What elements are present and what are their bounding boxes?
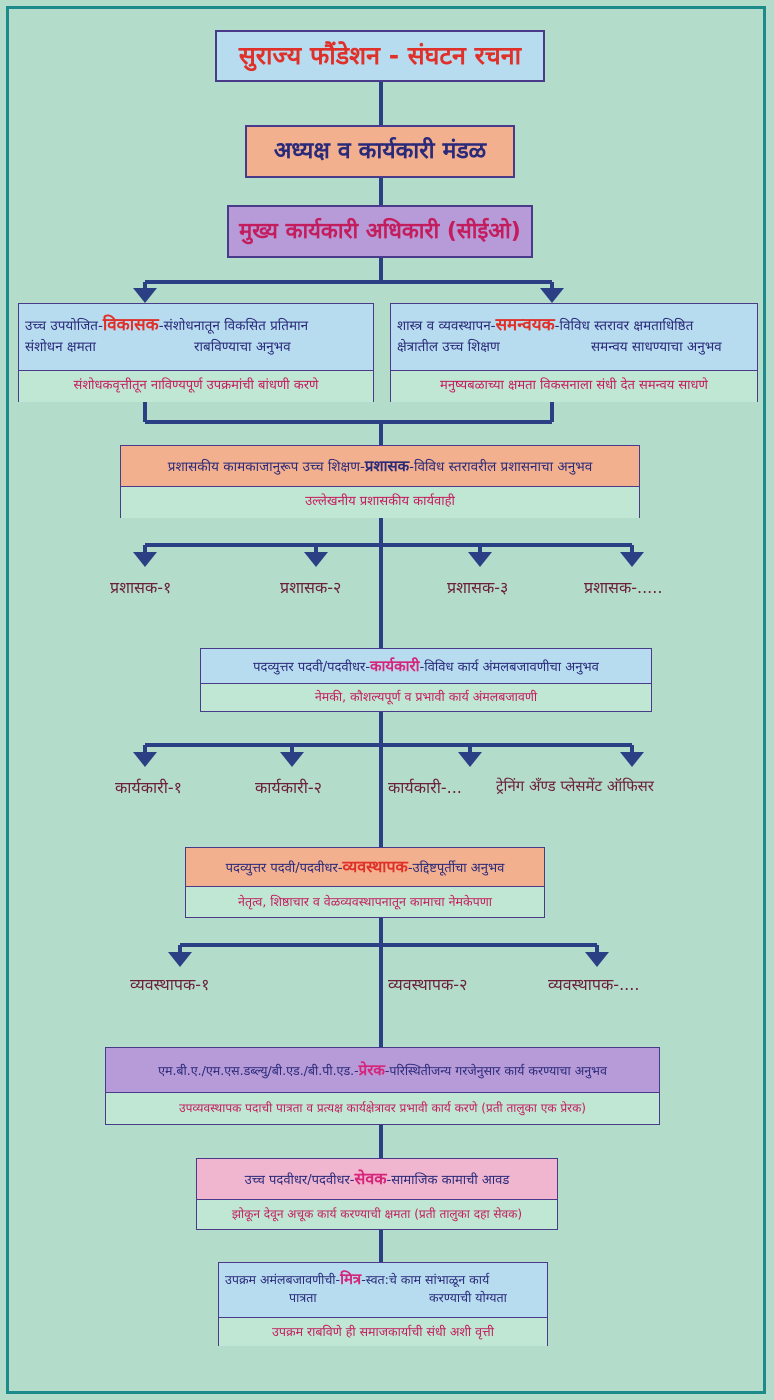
arrow-down [620, 752, 644, 767]
prashasak-sub-text: उल्लेखनीय प्रशासकीय कार्यवाही [305, 494, 455, 509]
arrow-down [168, 952, 192, 967]
vikasak-sub: संशोधकवृत्तीतून नाविण्यपूर्ण उपक्रमांची … [19, 370, 373, 402]
prerak-post: -परिस्थितीजन्य गरजेनुसार कार्य करण्याचा … [384, 1063, 607, 1078]
ceo-label: मुख्य कार्यकारी अधिकारी (सीईओ) [239, 219, 521, 244]
ceo-box: मुख्य कार्यकारी अधिकारी (सीईओ) [227, 205, 533, 258]
vyavasthapak-item-1: व्यवस्थापक-१ [130, 975, 210, 994]
karyakari-item-1: कार्यकारी-१ [115, 778, 182, 797]
prerak-sub: उपव्यवस्थापक पदाची पात्रता व प्रत्यक्ष क… [106, 1092, 659, 1124]
prerak-key: प्रेरक [358, 1061, 385, 1079]
mitra-line2b: करण्याची योग्यता [429, 1290, 507, 1305]
mitra-sub-text: उपक्रम राबविणे ही समाजकार्याची संधी अशी … [272, 1324, 494, 1339]
prerak-line1: एम.बी.ए./एम.एस.डब्ल्यु/बी.एड./बी.पी.एड.-… [106, 1048, 659, 1092]
arrow-down [133, 552, 157, 567]
mitra-line2a: पात्रता [289, 1290, 317, 1305]
arrow-down [133, 288, 157, 303]
vyavasthapak-sub: नेतृत्व, शिष्ठाचार व वेळव्यवस्थापनातून क… [186, 886, 544, 917]
vyavasthapak-key: व्यवस्थापक [342, 857, 408, 876]
samanvayak-post: -विविध स्तरावर क्षमताधिष्ठित [554, 318, 694, 334]
prashasak-item-1: प्रशासक-१ [110, 578, 172, 597]
samanvayak-box: शास्त्र व व्यवस्थापन-समन्वयक-विविध स्तरा… [390, 303, 758, 402]
arrow-stem-group [143, 545, 634, 955]
arrow-down [468, 552, 492, 567]
vikasak-line2a: संशोधन क्षमता [25, 339, 96, 355]
samanvayak-line2a: क्षेत्रातील उच्च शिक्षण [397, 339, 500, 355]
mitra-box: उपक्रम अमंलबजावणीची-मित्र-स्वत:चे काम सा… [218, 1262, 548, 1346]
vikasak-line2: संशोधन क्षमता राबविण्याचा अनुभव [19, 335, 373, 357]
mitra-line1: उपक्रम अमंलबजावणीची-मित्र-स्वत:चे काम सा… [219, 1263, 547, 1289]
mitra-line2: पात्रता करण्याची योग्यता [219, 1289, 547, 1307]
title-box: सुराज्य फौंडेशन - संघटन रचना [215, 30, 545, 82]
samanvayak-sub-text: मनुष्यबळाच्या क्षमता विकसनाला संधी देत स… [440, 378, 708, 393]
vikasak-line2b: राबविण्याचा अनुभव [194, 339, 291, 355]
prashasak-box: प्रशासकीय कामकाजानुरूप उच्च शिक्षण-प्रशा… [120, 445, 640, 518]
vyavasthapak-sub-text: नेतृत्व, शिष्ठाचार व वेळव्यवस्थापनातून क… [238, 894, 492, 909]
vyavasthapak-pre: पदव्युत्तर पदवी/पदवीधर- [225, 861, 343, 876]
prashasak-item-3: प्रशासक-३ [447, 578, 509, 597]
prashasak-post: -विविध स्तरावरील प्रशासनाचा अनुभव [409, 459, 593, 475]
karyakari-post: -विविध कार्य अंमलबजावणीचा अनुभव [419, 660, 599, 675]
vikasak-box: उच्च उपयोजित-विकासक-संशोधनातून विकसित प्… [18, 303, 374, 402]
prashasak-line1: प्रशासकीय कामकाजानुरूप उच्च शिक्षण-प्रशा… [121, 446, 639, 486]
sevak-sub: झोकून देवून अचूक कार्य करण्याची क्षमता (… [197, 1199, 557, 1229]
prerak-box: एम.बी.ए./एम.एस.डब्ल्यु/बी.एड./बी.पी.एड.-… [105, 1047, 660, 1125]
samanvayak-pre: शास्त्र व व्यवस्थापन- [397, 318, 496, 334]
prashasak-sub: उल्लेखनीय प्रशासकीय कार्यवाही [121, 486, 639, 518]
karyakari-item-2: कार्यकारी-२ [255, 778, 322, 797]
page-title: सुराज्य फौंडेशन - संघटन रचना [238, 41, 522, 70]
sevak-post: -सामाजिक कामाची आवड [386, 1173, 510, 1188]
arrow-down [458, 752, 482, 767]
samanvayak-key: समन्वयक [495, 315, 555, 335]
arrow-down [133, 752, 157, 767]
vyavasthapak-item-2: व्यवस्थापक-२ [388, 975, 468, 994]
prerak-sub-text: उपव्यवस्थापक पदाची पात्रता व प्रत्यक्ष क… [179, 1101, 586, 1115]
karyakari-line1: पदव्युत्तर पदवी/पदवीधर-कार्यकारी-विविध क… [201, 649, 651, 683]
vyavasthapak-line1: पदव्युत्तर पदवी/पदवीधर-व्यवस्थापक-उद्दिष… [186, 848, 544, 886]
prashasak-pre: प्रशासकीय कामकाजानुरूप उच्च शिक्षण- [167, 459, 365, 475]
prashasak-item-4: प्रशासक-..... [584, 578, 663, 597]
vikasak-line1: उच्च उपयोजित-विकासक-संशोधनातून विकसित प्… [19, 304, 373, 335]
arrow-down [620, 552, 644, 567]
karyakari-item-4: ट्रेनिंग अँण्ड प्लेसमेंट ऑफिसर [496, 777, 654, 795]
prashasak-key: प्रशासक [364, 457, 410, 475]
karyakari-pre: पदव्युत्तर पदवी/पदवीधर- [253, 660, 371, 675]
board-box: अध्यक्ष व कार्यकारी मंडळ [245, 125, 515, 178]
vikasak-pre: उच्च उपयोजित- [25, 318, 103, 334]
karyakari-sub: नेमकी, कौशल्यपूर्ण व प्रभावी कार्य अंमलब… [201, 683, 651, 711]
mitra-sub: उपक्रम राबविणे ही समाजकार्याची संधी अशी … [219, 1317, 547, 1346]
vyavasthapak-item-3: व्यवस्थापक-.... [548, 975, 640, 994]
sevak-sub-text: झोकून देवून अचूक कार्य करण्याची क्षमता (… [231, 1207, 523, 1221]
prerak-pre: एम.बी.ए./एम.एस.डब्ल्यु/बी.एड./बी.पी.एड.- [158, 1063, 359, 1078]
mitra-pre: उपक्रम अमंलबजावणीची- [225, 1272, 341, 1287]
sevak-line1: उच्च पदवीधर/पदवीधर-सेवक-सामाजिक कामाची आ… [197, 1159, 557, 1199]
karyakari-item-3: कार्यकारी-... [388, 778, 462, 797]
vyavasthapak-box: पदव्युत्तर पदवी/पदवीधर-व्यवस्थापक-उद्दिष… [185, 847, 545, 918]
sevak-box: उच्च पदवीधर/पदवीधर-सेवक-सामाजिक कामाची आ… [196, 1158, 558, 1230]
board-label: अध्यक्ष व कार्यकारी मंडळ [273, 138, 487, 164]
mitra-key: मित्र [340, 1270, 362, 1288]
samanvayak-line2: क्षेत्रातील उच्च शिक्षण समन्वय साधण्याचा… [391, 335, 757, 357]
arrow-down [540, 288, 564, 303]
arrow-down [304, 552, 328, 567]
samanvayak-sub: मनुष्यबळाच्या क्षमता विकसनाला संधी देत स… [391, 370, 757, 402]
karyakari-box: पदव्युत्तर पदवी/पदवीधर-कार्यकारी-विविध क… [200, 648, 652, 712]
arrow-down [585, 952, 609, 967]
samanvayak-line1: शास्त्र व व्यवस्थापन-समन्वयक-विविध स्तरा… [391, 304, 757, 335]
sevak-pre: उच्च पदवीधर/पदवीधर- [244, 1173, 355, 1188]
sevak-key: सेवक [354, 1169, 387, 1188]
vikasak-key: विकासक [102, 315, 159, 335]
karyakari-sub-text: नेमकी, कौशल्यपूर्ण व प्रभावी कार्य अंमलब… [314, 689, 538, 704]
karyakari-key: कार्यकारी [370, 657, 420, 675]
samanvayak-line2b: समन्वय साधण्याचा अनुभव [591, 339, 722, 355]
arrow-down [280, 752, 304, 767]
vikasak-sub-text: संशोधकवृत्तीतून नाविण्यपूर्ण उपक्रमांची … [73, 378, 319, 393]
prashasak-item-2: प्रशासक-२ [280, 578, 342, 597]
mitra-post: -स्वत:चे काम सांभाळून कार्य [361, 1272, 490, 1287]
vyavasthapak-post: -उद्दिष्टपूर्तीचा अनुभव [407, 861, 505, 876]
page-border [6, 6, 766, 1394]
vikasak-post: -संशोधनातून विकसित प्रतिमान [158, 318, 309, 334]
